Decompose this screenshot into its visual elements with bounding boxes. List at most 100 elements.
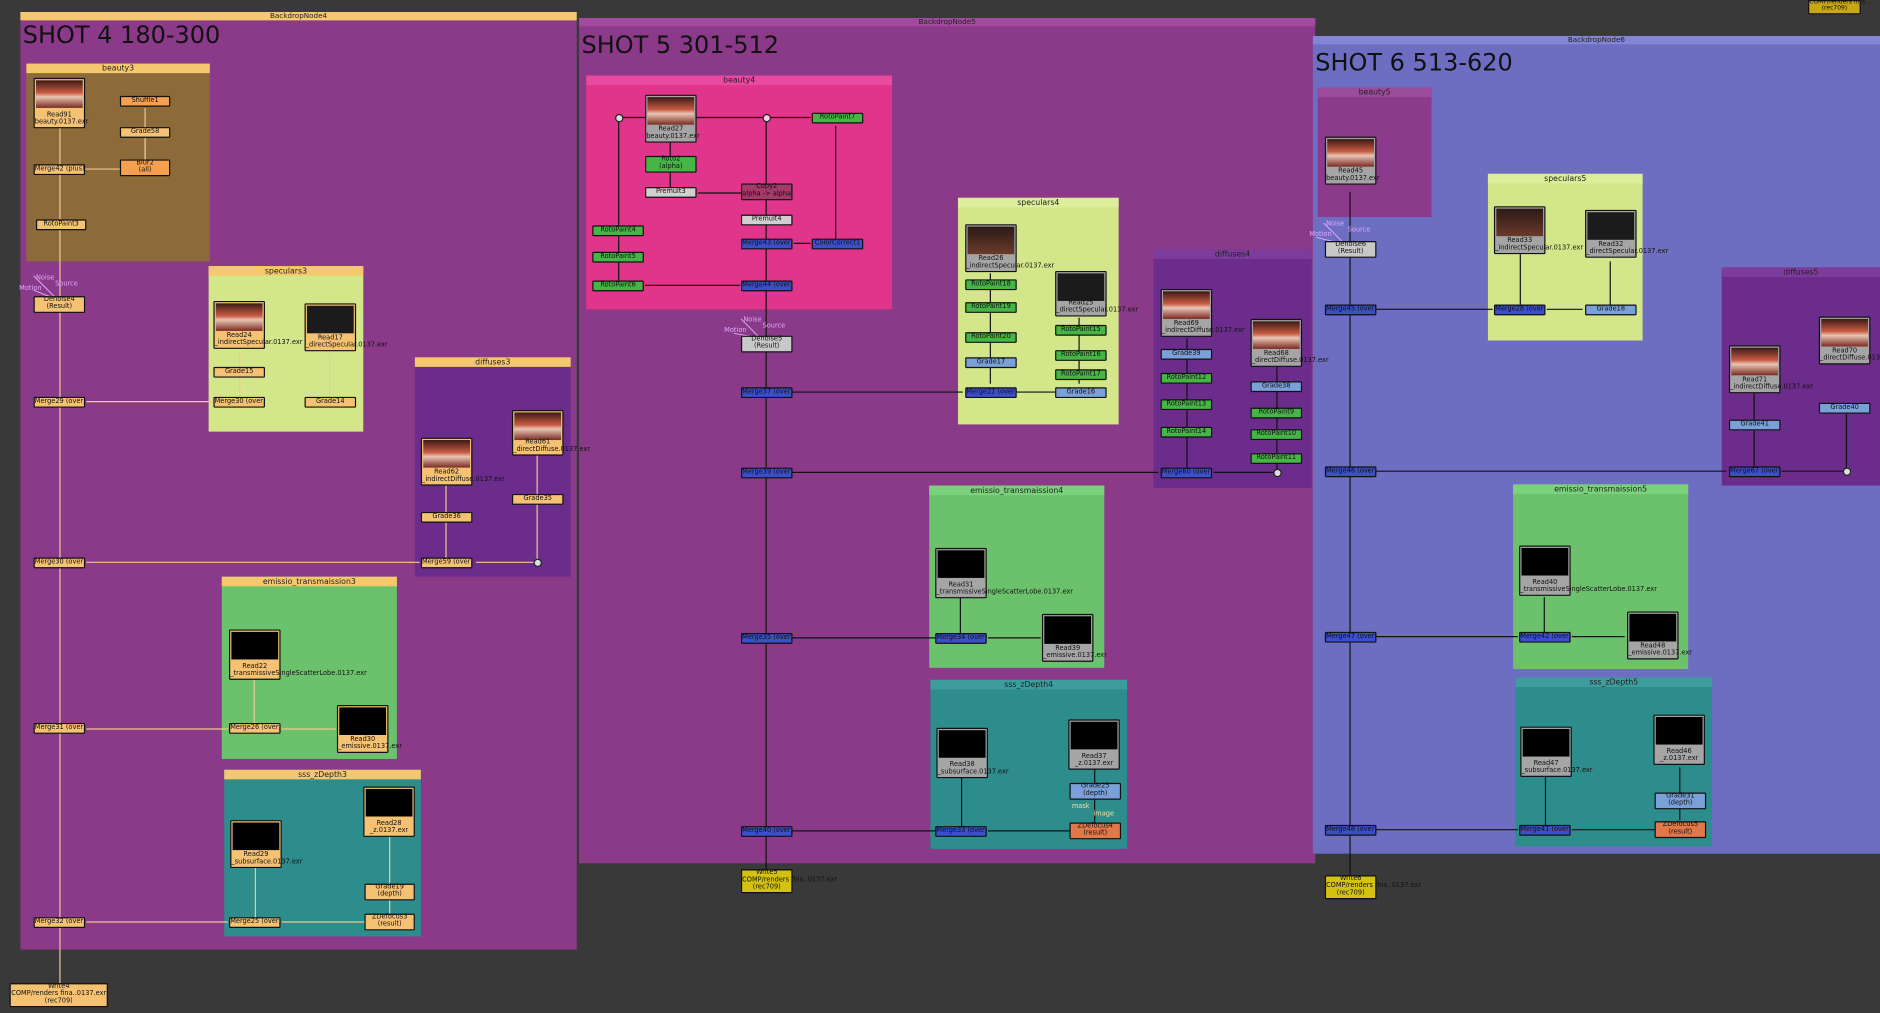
dot-node[interactable]	[1842, 467, 1852, 476]
rotopaint-node[interactable]: RotoPaint19	[965, 302, 1017, 313]
rotopaint-node[interactable]: RotoPaint17	[1055, 369, 1107, 381]
zdefocus-node[interactable]: ZDefocus3 (result)	[364, 913, 415, 931]
merge-node[interactable]: Merge46 (over)	[1324, 466, 1377, 478]
merge-node[interactable]: Merge67 (over)	[1728, 466, 1781, 478]
read-node[interactable]: Read28 _z.0137.exr	[363, 786, 415, 837]
grade-node[interactable]: Grade16	[1055, 387, 1107, 399]
merge-node[interactable]: Merge47 (over)	[1324, 631, 1377, 643]
read-node[interactable]: Read38 _subsurface.0137.exr	[936, 727, 1009, 779]
merge-node[interactable]: Merge22 (over)	[965, 387, 1017, 399]
merge-node[interactable]: Merge42 (over)	[1519, 631, 1571, 643]
copy-node[interactable]: Copy2 alpha -> alpha	[740, 183, 793, 201]
colorcorrect-node[interactable]: ColorCorrect1	[811, 238, 864, 250]
merge-node[interactable]: Merge42 (plus)	[33, 164, 86, 176]
merge-node[interactable]: Merge41 (over)	[1519, 824, 1571, 836]
merge-node[interactable]: Merge44 (over)	[740, 280, 793, 292]
merge-node[interactable]: Merge48 (over)	[1324, 824, 1377, 836]
read-node[interactable]: Read46 _z.0137.exr	[1653, 714, 1705, 765]
grade-node[interactable]: Grade36	[420, 511, 473, 523]
rotopaint-node[interactable]: RotoPaint12	[1160, 372, 1213, 384]
merge-node[interactable]: Merge35 (over)	[740, 633, 793, 644]
read-node[interactable]: Read68 _directDiffuse.0137.exr	[1250, 318, 1329, 367]
rotopaint-node[interactable]: RotoPaint10	[1250, 429, 1303, 441]
read-node[interactable]: Read48 _emissive.0137.exr	[1627, 611, 1692, 660]
zdefocus-node[interactable]: ZDefocus4 (result)	[1069, 822, 1122, 840]
read-node[interactable]: Read47 _subsurface.0137.exr	[1520, 726, 1593, 777]
grade-node[interactable]: Grade39	[1160, 348, 1213, 360]
grade-node[interactable]: Grade35	[511, 493, 564, 505]
read-node[interactable]: Read22 _transmissiveSingleScatterLobe.01…	[229, 629, 367, 680]
rotopaint-node[interactable]: RotoPaint6	[592, 280, 644, 292]
grade-node[interactable]: Grade14	[304, 396, 357, 408]
read-node[interactable]: Read29 _subsurface.0137.exr	[230, 820, 302, 869]
rotopaint-node[interactable]: RotoPaint14	[1160, 426, 1213, 438]
read-node[interactable]: Read32 _directSpecular.0137.exr	[1585, 209, 1668, 258]
grade-node[interactable]: Grade15	[213, 366, 265, 378]
rotopaint-node[interactable]: RotoPaint11	[1250, 453, 1303, 465]
write-node[interactable]: Write5 COMP/renders fina..0137.exr (rec7…	[740, 869, 837, 894]
subgroup-diffuses4[interactable]: diffuses4	[1153, 249, 1312, 488]
grade-node[interactable]: Grade19 (depth)	[364, 883, 415, 901]
merge-node[interactable]: Merge39 (over)	[740, 467, 793, 479]
grade-node[interactable]: Grade38	[1250, 381, 1303, 393]
denoise-node[interactable]: Denoise5 (Result)	[740, 335, 793, 353]
subgroup-diffuses3[interactable]: diffuses3	[414, 357, 571, 577]
denoise-node[interactable]: Denoise6 (Result)	[1324, 240, 1377, 258]
rotopaint-node[interactable]: RotoPaint15	[1055, 324, 1107, 336]
read-node[interactable]: Read40 _transmissiveSingleScatterLobe.01…	[1519, 545, 1657, 596]
grade-node[interactable]: Grade40	[1818, 402, 1871, 414]
rotopaint-node[interactable]: RotoPaint5	[592, 251, 644, 263]
rotopaint-node[interactable]: RotoPaint13	[1160, 399, 1213, 411]
read-node[interactable]: Read33 _indirectSpecular.0137.exr	[1493, 206, 1583, 255]
read-node[interactable]: Read37 _z.0137.exr	[1068, 719, 1120, 770]
read-node[interactable]: Read31 _transmissiveSingleScatterLobe.01…	[935, 547, 1073, 599]
read-node[interactable]: Read39 _emissive.0137.exr	[1041, 613, 1107, 662]
merge-node[interactable]: Merge34 (over)	[935, 633, 987, 644]
read-node[interactable]: Read69 _indirectDiffuse.0137.exr	[1160, 288, 1245, 337]
dot-node[interactable]	[615, 113, 624, 123]
read-node[interactable]: Read71 _indirectDiffuse.0137.exr	[1728, 345, 1813, 394]
merge-node[interactable]: Merge59 (over)	[420, 557, 473, 569]
read-node[interactable]: Read26 _indirectSpecular.0137.exr	[965, 224, 1054, 273]
read-node[interactable]: Read27 beauty.0137.exr	[645, 94, 700, 143]
merge-node[interactable]: Merge60 (over)	[1160, 467, 1213, 479]
premult-node[interactable]: Premult3	[645, 187, 697, 198]
blur-node[interactable]: Blur2 (all)	[119, 159, 171, 177]
merge-node[interactable]: Merge30 (over)	[33, 557, 86, 569]
grade-node[interactable]: Grade25 (depth)	[1069, 782, 1122, 800]
merge-node[interactable]: Merge45 (over)	[1324, 304, 1377, 316]
dot-node[interactable]	[1273, 468, 1282, 478]
merge-node[interactable]: Merge29 (over)	[33, 396, 86, 408]
read-node[interactable]: Read30 _emissive.0137.exr	[336, 705, 402, 753]
merge-node[interactable]: Merge33 (over)	[935, 826, 987, 837]
merge-node[interactable]: Merge40 (over)	[740, 826, 793, 837]
merge-node[interactable]: Merge43 (over)	[740, 238, 793, 250]
grade-node[interactable]: Grade58	[119, 127, 171, 138]
shuffle-node[interactable]: Shuffle1	[119, 95, 171, 107]
write-node[interactable]: Write4 COMP/renders fina..0137.exr (rec7…	[9, 983, 108, 1008]
read-node[interactable]: Read70 _directDiffuse.0137.exr	[1818, 316, 1880, 365]
corner-write-node[interactable]: Write7 COMP/renders fina... (rec709)	[1808, 0, 1871, 15]
merge-node[interactable]: Merge30 (over)	[213, 396, 266, 408]
subgroup-beauty4[interactable]: beauty4	[586, 75, 893, 310]
dot-node[interactable]	[533, 558, 542, 568]
rotopaint-node[interactable]: RotoPaint18	[965, 279, 1017, 291]
read-node[interactable]: Read25 _directSpecular.0137.exr	[1055, 270, 1138, 317]
merge-node[interactable]: Merge37 (over)	[740, 387, 793, 399]
rotopaint-node[interactable]: RotoPaint3	[35, 219, 87, 231]
merge-node[interactable]: Merge26 (over)	[229, 722, 281, 734]
denoise-node[interactable]: Denoise4 (Result)	[33, 296, 86, 313]
rotopaint-node[interactable]: RotoPaint7	[811, 112, 864, 124]
premult-node[interactable]: Premult4	[740, 214, 793, 226]
rotopaint-node[interactable]: RotoPaint20	[965, 332, 1017, 343]
grade-node[interactable]: Grade31 (depth)	[1654, 792, 1707, 810]
rotopaint-node[interactable]: RotoPaint4	[592, 225, 644, 237]
merge-node[interactable]: Merge32 (over)	[33, 917, 86, 929]
merge-node[interactable]: Merge28 (over)	[1493, 304, 1546, 316]
read-node[interactable]: Read24 _indirectSpecular.0137.exr	[213, 300, 303, 349]
grade-node[interactable]: Grade17	[965, 357, 1017, 369]
zdefocus-node[interactable]: ZDefocus5 (result)	[1654, 821, 1707, 839]
read-node[interactable]: Read17 _directSpecular.0137.exr	[304, 303, 388, 352]
rotopaint-node[interactable]: RotoPaint9	[1250, 407, 1303, 419]
